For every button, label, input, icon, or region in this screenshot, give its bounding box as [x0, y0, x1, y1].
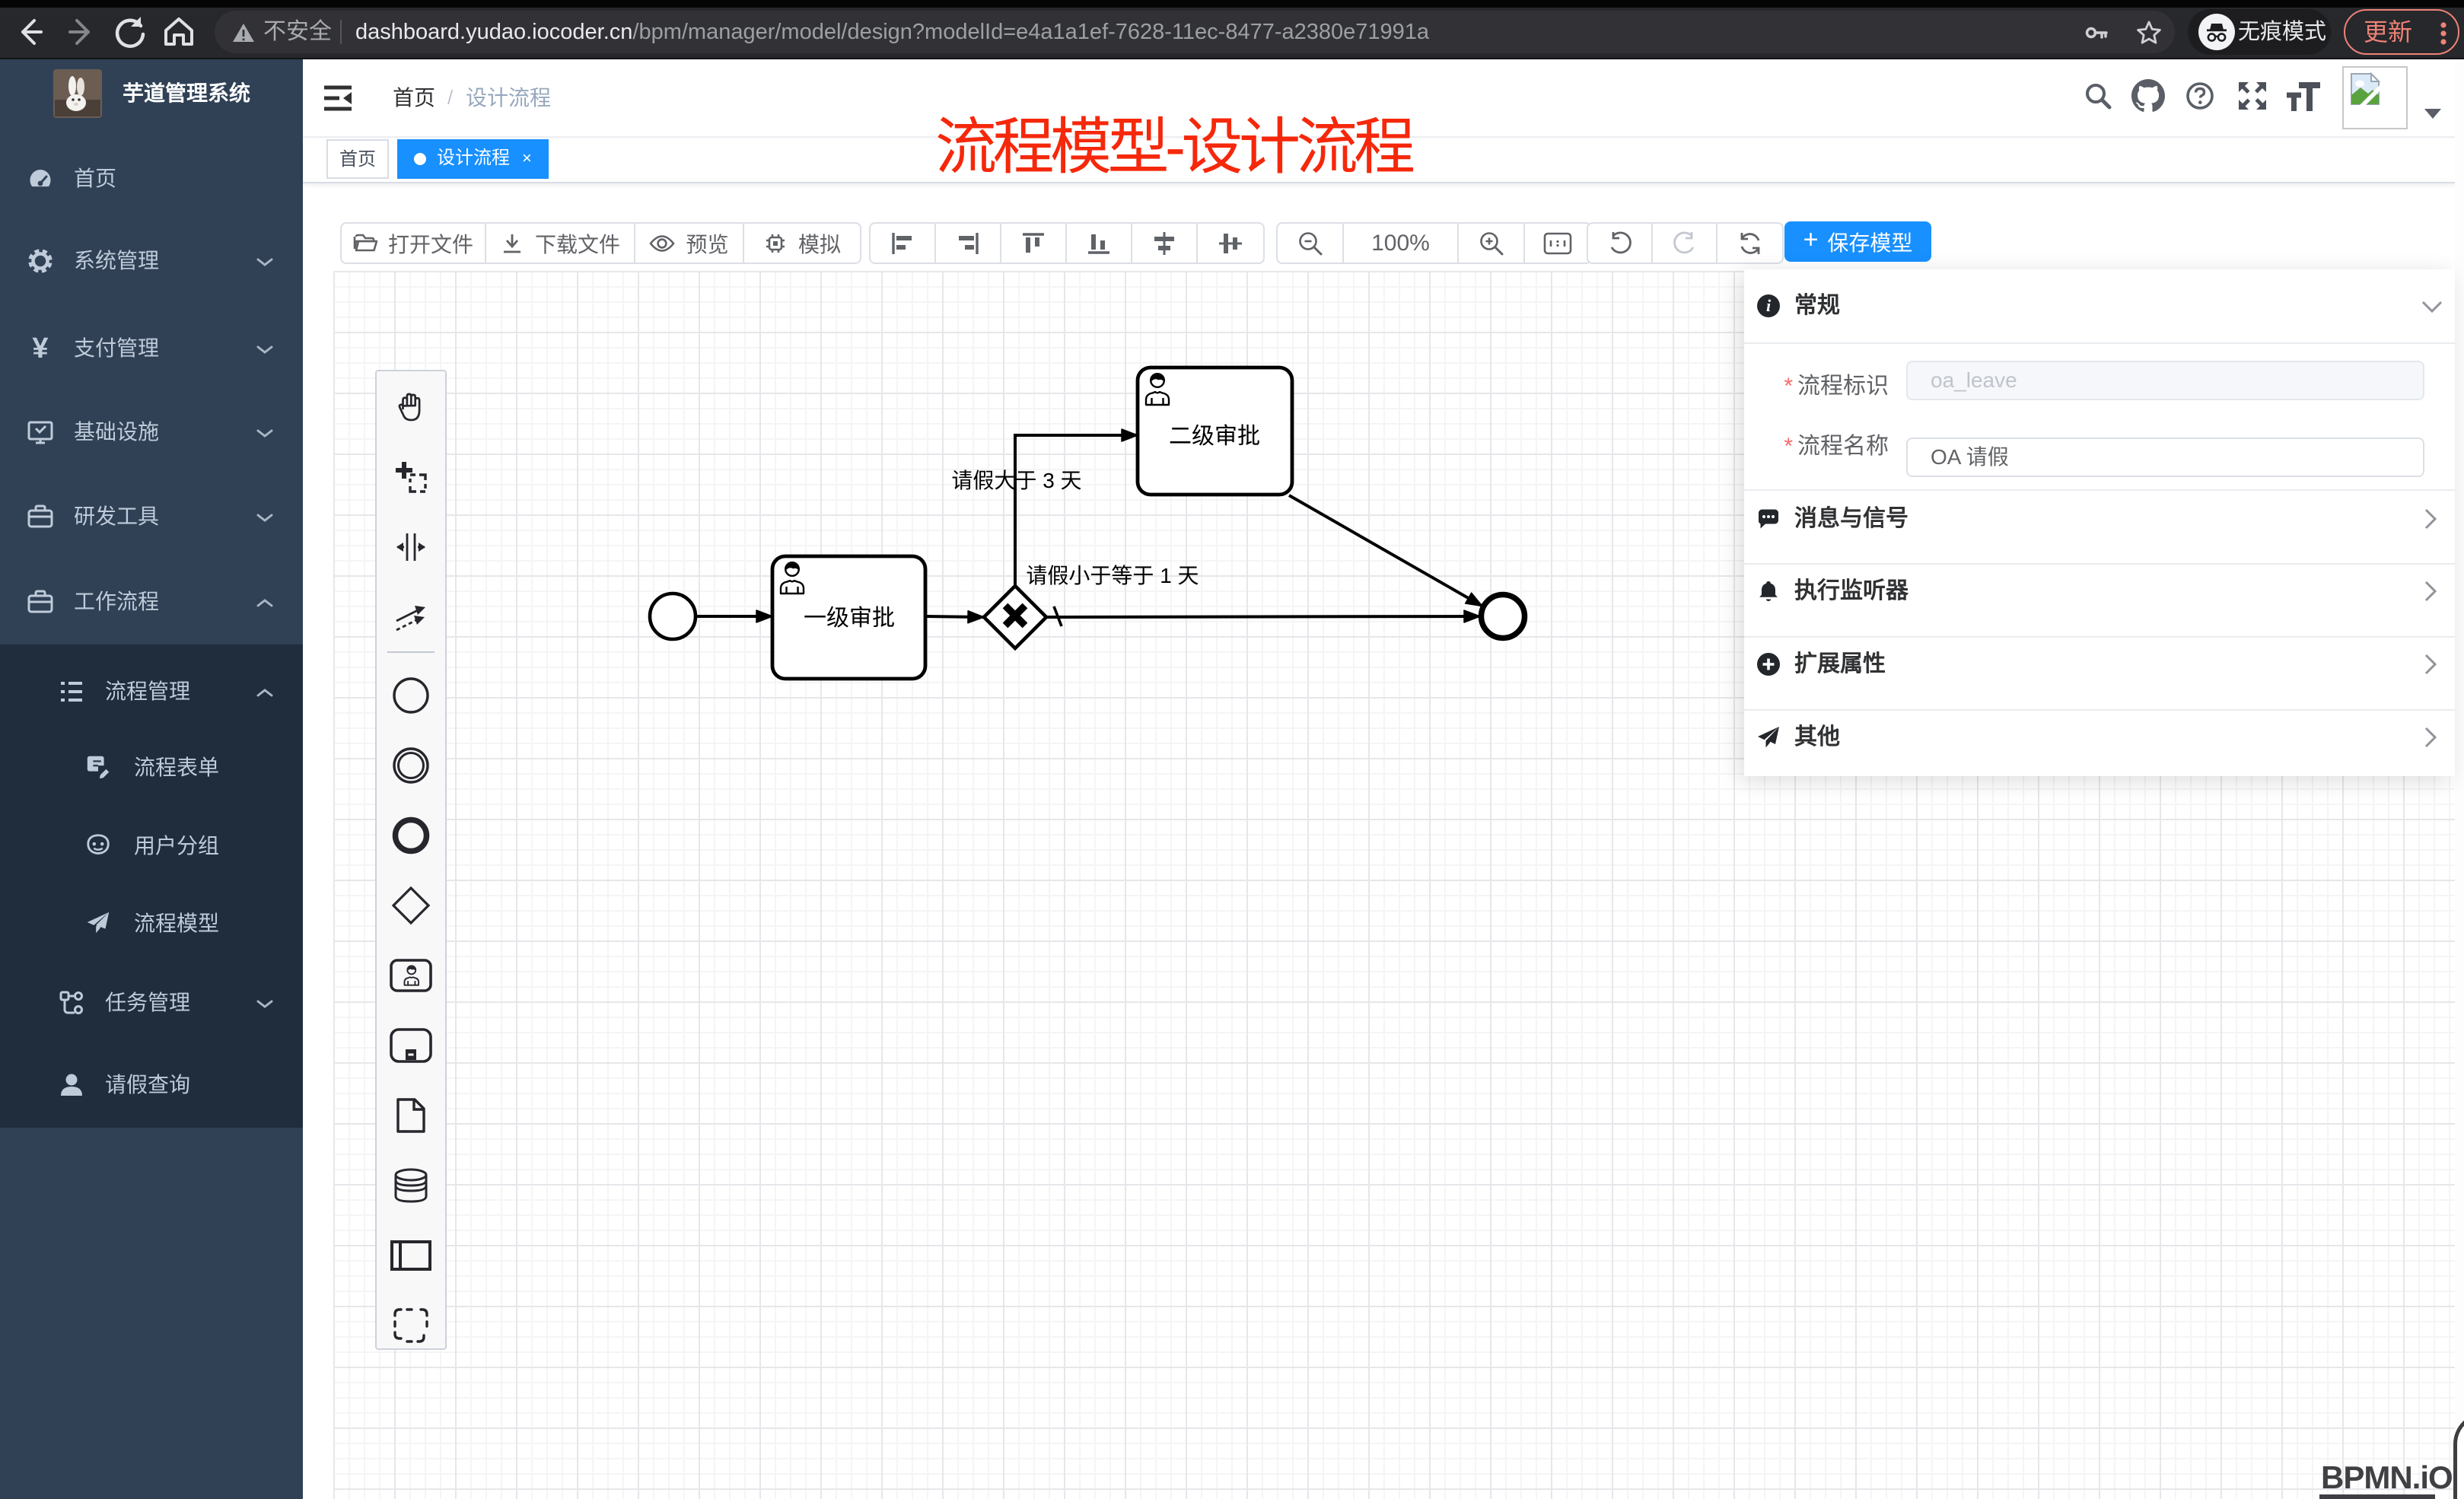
svg-text:请假小于等于 1 天: 请假小于等于 1 天: [1026, 564, 1199, 587]
svg-text:二级审批: 二级审批: [1169, 424, 1260, 449]
svg-text:请假大于 3 天: 请假大于 3 天: [951, 469, 1081, 492]
svg-text:一级审批: 一级审批: [804, 606, 895, 631]
svg-text:BPMN.iO: BPMN.iO: [2321, 1459, 2453, 1495]
svg-text:i: i: [1766, 296, 1772, 315]
